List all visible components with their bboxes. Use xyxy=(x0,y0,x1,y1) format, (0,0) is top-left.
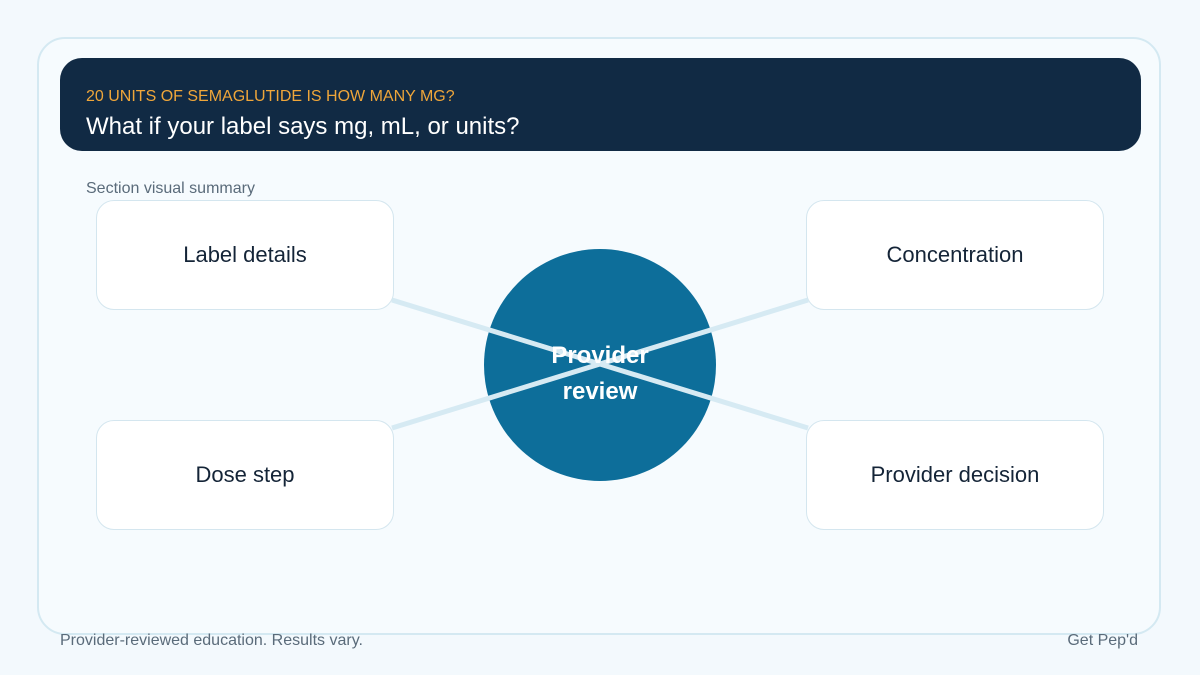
node-concentration: Concentration xyxy=(806,200,1104,310)
section-label: Section visual summary xyxy=(86,180,255,197)
connector-top-right xyxy=(391,297,809,431)
footer-disclaimer: Provider-reviewed education. Results var… xyxy=(60,632,363,649)
center-label: Provider review xyxy=(500,338,700,410)
center-label-line2: review xyxy=(562,378,638,405)
node-provider-decision: Provider decision xyxy=(806,420,1104,530)
center-label-line1: Provider xyxy=(551,342,649,369)
footer-brand: Get Pep'd xyxy=(1067,632,1138,649)
header-banner: 20 UNITS OF SEMAGLUTIDE IS HOW MANY MG? … xyxy=(60,58,1141,151)
node-label: Label details xyxy=(183,242,307,267)
header-eyebrow: 20 UNITS OF SEMAGLUTIDE IS HOW MANY MG? xyxy=(86,88,455,105)
node-label: Provider decision xyxy=(870,462,1040,487)
node-dose-step: Dose step xyxy=(96,420,394,530)
node-label-details: Label details xyxy=(96,200,394,310)
node-label: Concentration xyxy=(886,242,1024,267)
header-title: What if your label says mg, mL, or units… xyxy=(86,113,520,140)
node-label: Dose step xyxy=(195,462,295,487)
